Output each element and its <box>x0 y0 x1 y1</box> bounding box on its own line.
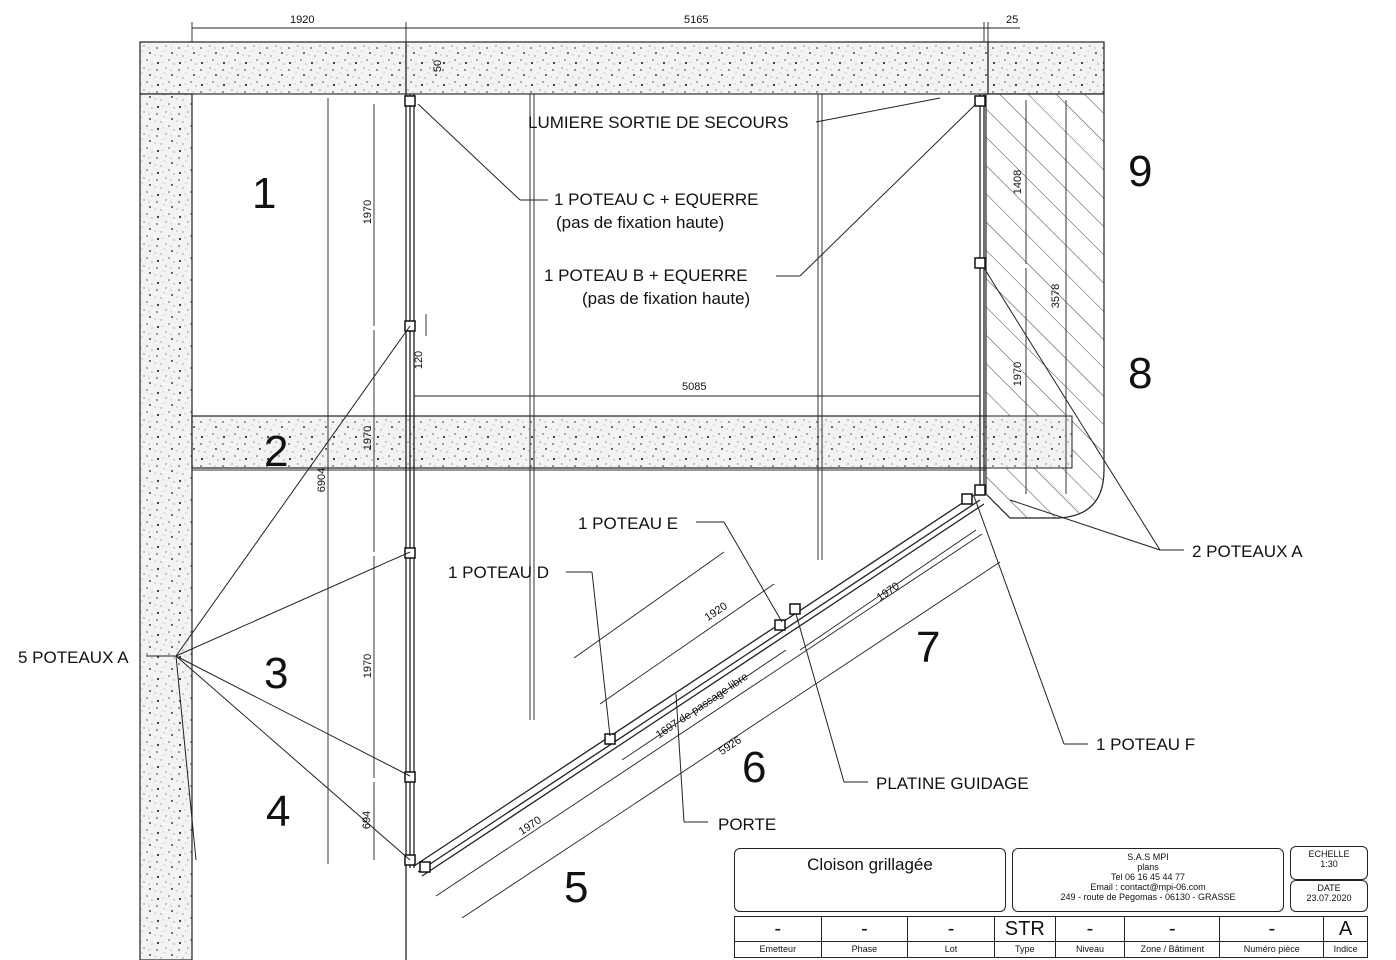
field-phase: - Phase <box>821 917 909 957</box>
zone-2: 2 <box>264 427 289 476</box>
dim-3578: 3578 <box>1050 283 1063 309</box>
drawing-title: Cloison grillagée <box>807 855 933 874</box>
label-lumiere: LUMIERE SORTIE DE SECOURS <box>528 113 789 132</box>
dim-50: 50 <box>432 59 445 73</box>
label-poteaux-a-5: 5 POTEAUX A <box>18 648 129 667</box>
dim-top-left: 1920 <box>290 14 315 26</box>
label-poteau-b: 1 POTEAU B + EQUERRE <box>544 266 748 285</box>
dim-6904: 6904 <box>316 467 329 493</box>
label-poteau-c: 1 POTEAU C + EQUERRE <box>554 190 759 209</box>
dim-694: 694 <box>361 810 374 830</box>
zone-9: 9 <box>1128 147 1153 196</box>
field-indice: A Indice <box>1324 917 1367 957</box>
dim-1970-c: 1970 <box>362 653 375 679</box>
zone-6: 6 <box>742 743 767 792</box>
echelle-label: ECHELLE <box>1308 849 1350 859</box>
field-type: STR Type <box>994 917 1056 957</box>
field-numero-piece: - Numéro pièce <box>1220 917 1325 957</box>
company-email: Email : contact@mpi-06.com <box>1090 882 1206 892</box>
label-poteaux-a-2: 2 POTEAUX A <box>1192 542 1303 561</box>
company-tel: Tel 06 16 45 44 77 <box>1110 872 1186 882</box>
dim-top-right: 25 <box>1006 14 1019 26</box>
dim-1970-r: 1970 <box>1012 361 1025 387</box>
field-niveau: - Niveau <box>1055 917 1126 957</box>
echelle-value: 1:30 <box>1320 859 1338 869</box>
dim-1970-b: 1970 <box>362 425 375 451</box>
zone-1: 1 <box>252 169 277 218</box>
dim-1408: 1408 <box>1012 169 1025 195</box>
label-poteau-e: 1 POTEAU E <box>578 514 679 533</box>
zone-4: 4 <box>266 787 291 836</box>
title-box: Cloison grillagée <box>734 848 1006 912</box>
date-value: 23.07.2020 <box>1306 893 1352 903</box>
dim-5085: 5085 <box>682 381 707 393</box>
dim-120: 120 <box>413 350 426 370</box>
field-lot: - Lot <box>908 917 995 957</box>
fields-row: - Emetteur - Phase - Lot STR Type - Nive… <box>734 916 1368 958</box>
label-platine: PLATINE GUIDAGE <box>876 774 1029 793</box>
company-sub: plans <box>1137 862 1159 872</box>
company-address: 249 - route de Pegomas - 06130 - GRASSE <box>1060 892 1236 902</box>
echelle-box: ECHELLE 1:30 <box>1290 846 1368 880</box>
label-poteau-b-note: (pas de fixation haute) <box>582 289 751 308</box>
label-poteau-c-note: (pas de fixation haute) <box>556 213 725 232</box>
beam-middle <box>191 415 1073 469</box>
zone-8: 8 <box>1128 349 1153 398</box>
label-porte: PORTE <box>718 815 777 834</box>
company-box: S.A.S MPI plans Tel 06 16 45 44 77 Email… <box>1012 848 1284 912</box>
date-label: DATE <box>1317 883 1341 893</box>
field-emetteur: - Emetteur <box>735 917 822 957</box>
zone-7: 7 <box>916 623 941 672</box>
dim-top-mid: 5165 <box>684 14 709 26</box>
date-box: DATE 23.07.2020 <box>1290 880 1368 912</box>
company-name: S.A.S MPI <box>1127 852 1169 862</box>
zone-5: 5 <box>564 863 589 912</box>
field-zone: - Zone / Bâtiment <box>1125 917 1221 957</box>
label-poteau-d: 1 POTEAU D <box>448 563 550 582</box>
label-poteau-f: 1 POTEAU F <box>1096 735 1196 754</box>
wall-left <box>139 93 193 960</box>
zone-3: 3 <box>264 649 289 698</box>
dim-1970-a: 1970 <box>362 199 375 225</box>
wall-top <box>139 41 1105 95</box>
hatched-pillar <box>985 93 1105 519</box>
